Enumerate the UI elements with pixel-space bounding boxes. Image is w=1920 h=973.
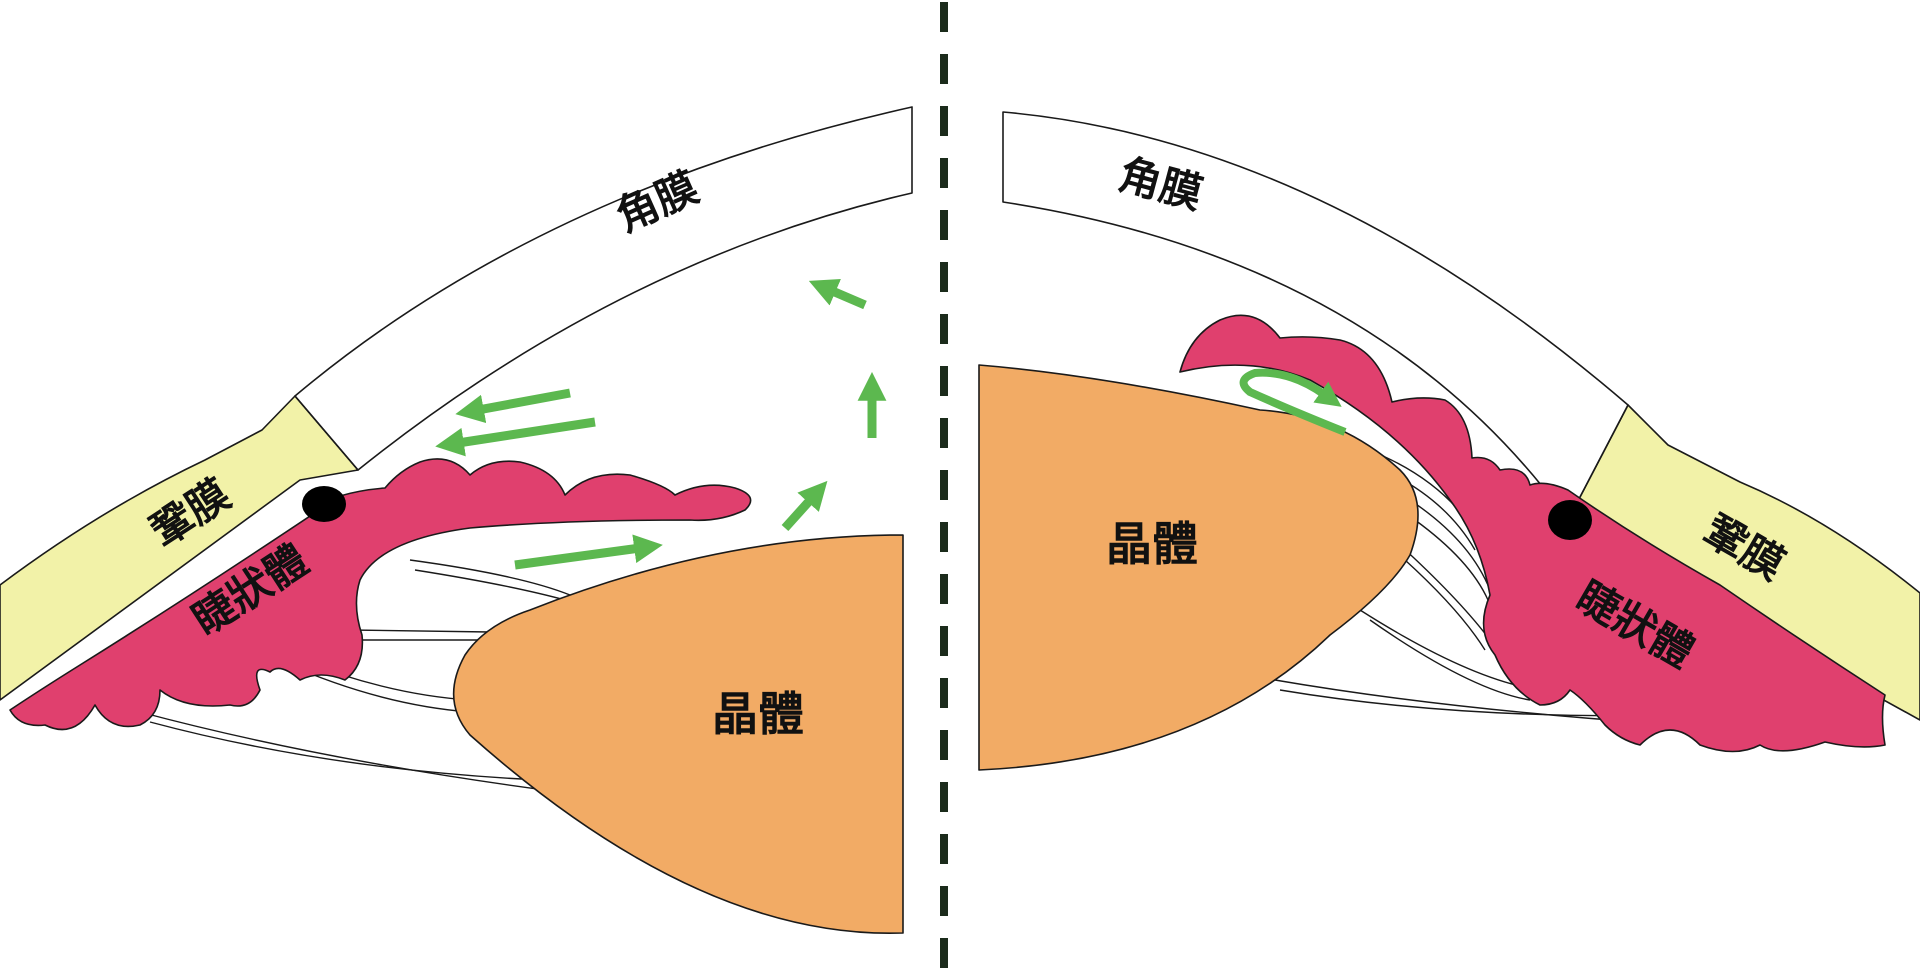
left-lens — [452, 534, 904, 935]
right-ciliary-body — [1179, 314, 1886, 753]
right-curved-flow-arrow — [1239, 368, 1347, 436]
right-lens — [978, 364, 1419, 771]
left-ciliary-body — [9, 458, 752, 731]
right-scleral-spur — [1548, 500, 1592, 540]
left-panel: 角膜 鞏膜 睫狀體 晶體 — [0, 106, 913, 935]
left-limbus-line — [294, 395, 359, 471]
left-cornea — [294, 106, 913, 471]
left-aqueous-flow-arrows — [435, 279, 887, 570]
flow-arrow — [435, 417, 596, 457]
flow-arrow — [514, 534, 663, 570]
flow-arrow — [455, 388, 571, 424]
left-lens-label: 晶體 — [712, 687, 804, 741]
right-panel: 角膜 鞏膜 睫狀體 晶體 — [978, 111, 1920, 771]
flow-arrow — [781, 480, 828, 532]
flow-arrow — [808, 279, 867, 310]
left-scleral-spur — [302, 486, 346, 522]
right-lens-label: 晶體 — [1106, 517, 1198, 571]
